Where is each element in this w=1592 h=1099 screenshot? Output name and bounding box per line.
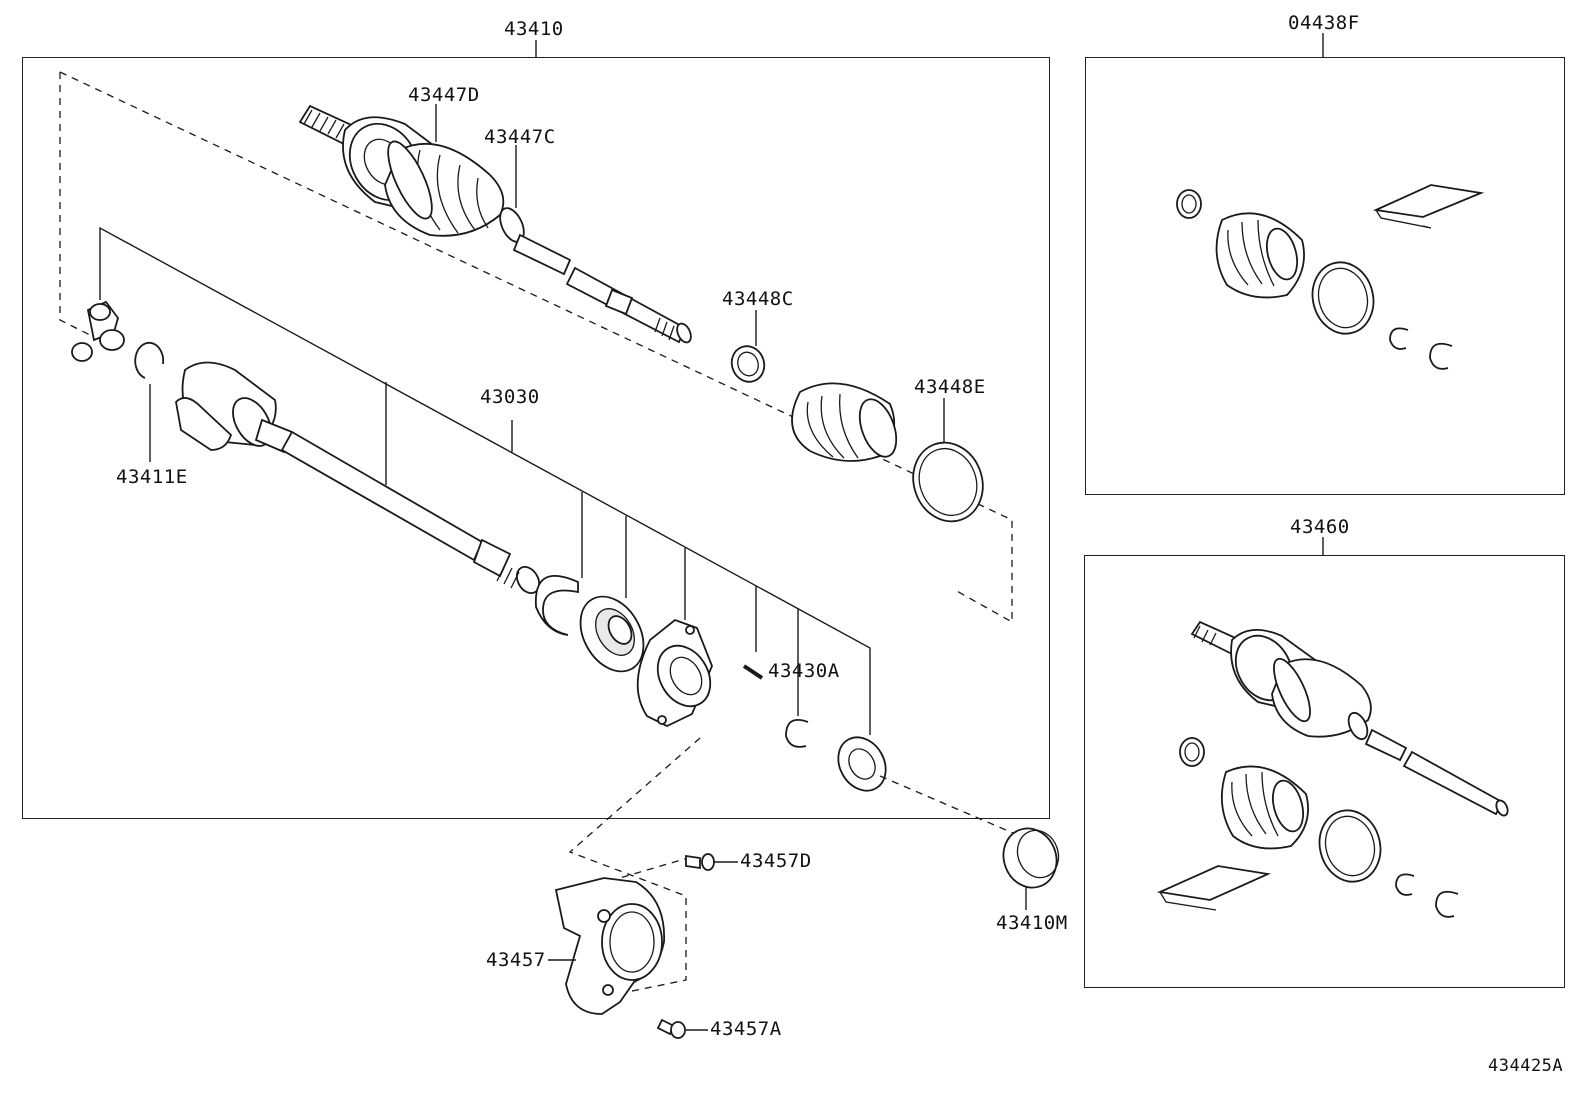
kit-boot-inner <box>1215 212 1305 299</box>
label-43457a: 43457A <box>710 1018 782 1040</box>
illustration-number: 434425A <box>1488 1056 1564 1076</box>
kit-snap-ring-b <box>1429 342 1453 370</box>
label-43410m: 43410M <box>996 912 1068 934</box>
label-43411e: 43411E <box>116 466 188 488</box>
inner-boot <box>791 382 898 462</box>
outer-joint-shaft <box>298 104 692 344</box>
label-43030: 43030 <box>480 386 540 408</box>
label-inner-boot-kit: 04438F <box>1288 12 1360 34</box>
inner-boot-kit-box <box>1085 57 1565 495</box>
tripod-joint <box>71 300 125 362</box>
outer-boot-kit-box <box>1084 555 1565 988</box>
oil-seal <box>1002 827 1060 889</box>
center-bearing <box>579 595 645 673</box>
label-43430a: 43430A <box>768 660 840 682</box>
kit-b-snap-ring-a <box>1395 873 1415 896</box>
kit-b-clamp-large <box>1318 809 1382 883</box>
bearing-housing <box>636 618 713 728</box>
bolt-upper <box>685 853 715 871</box>
inner-joint-shaft <box>175 361 541 595</box>
kit-b-snap-ring-b <box>1435 890 1459 918</box>
bearing-bracket <box>554 877 665 1015</box>
label-43457d: 43457D <box>740 850 812 872</box>
kit-clamp-small <box>1176 189 1202 219</box>
main-assembly-box <box>22 57 1050 819</box>
label-main-assembly: 43410 <box>504 18 564 40</box>
label-43447c: 43447C <box>484 126 556 148</box>
kit-b-clamp-small <box>1179 737 1205 767</box>
kit-snap-ring-a <box>1389 327 1409 350</box>
kit-clamp-large <box>1311 261 1375 335</box>
kit-b-boot <box>1220 765 1309 850</box>
label-43448c: 43448C <box>722 288 794 310</box>
bolt-lower <box>656 1018 686 1039</box>
label-43448e: 43448E <box>914 376 986 398</box>
kit-b-grease-pack <box>1156 865 1272 901</box>
kit-outer-shaft <box>1190 620 1509 817</box>
grease-pack <box>1372 184 1485 218</box>
label-43447d: 43447D <box>408 84 480 106</box>
label-43457: 43457 <box>486 949 546 971</box>
label-outer-boot-kit: 43460 <box>1290 516 1350 538</box>
